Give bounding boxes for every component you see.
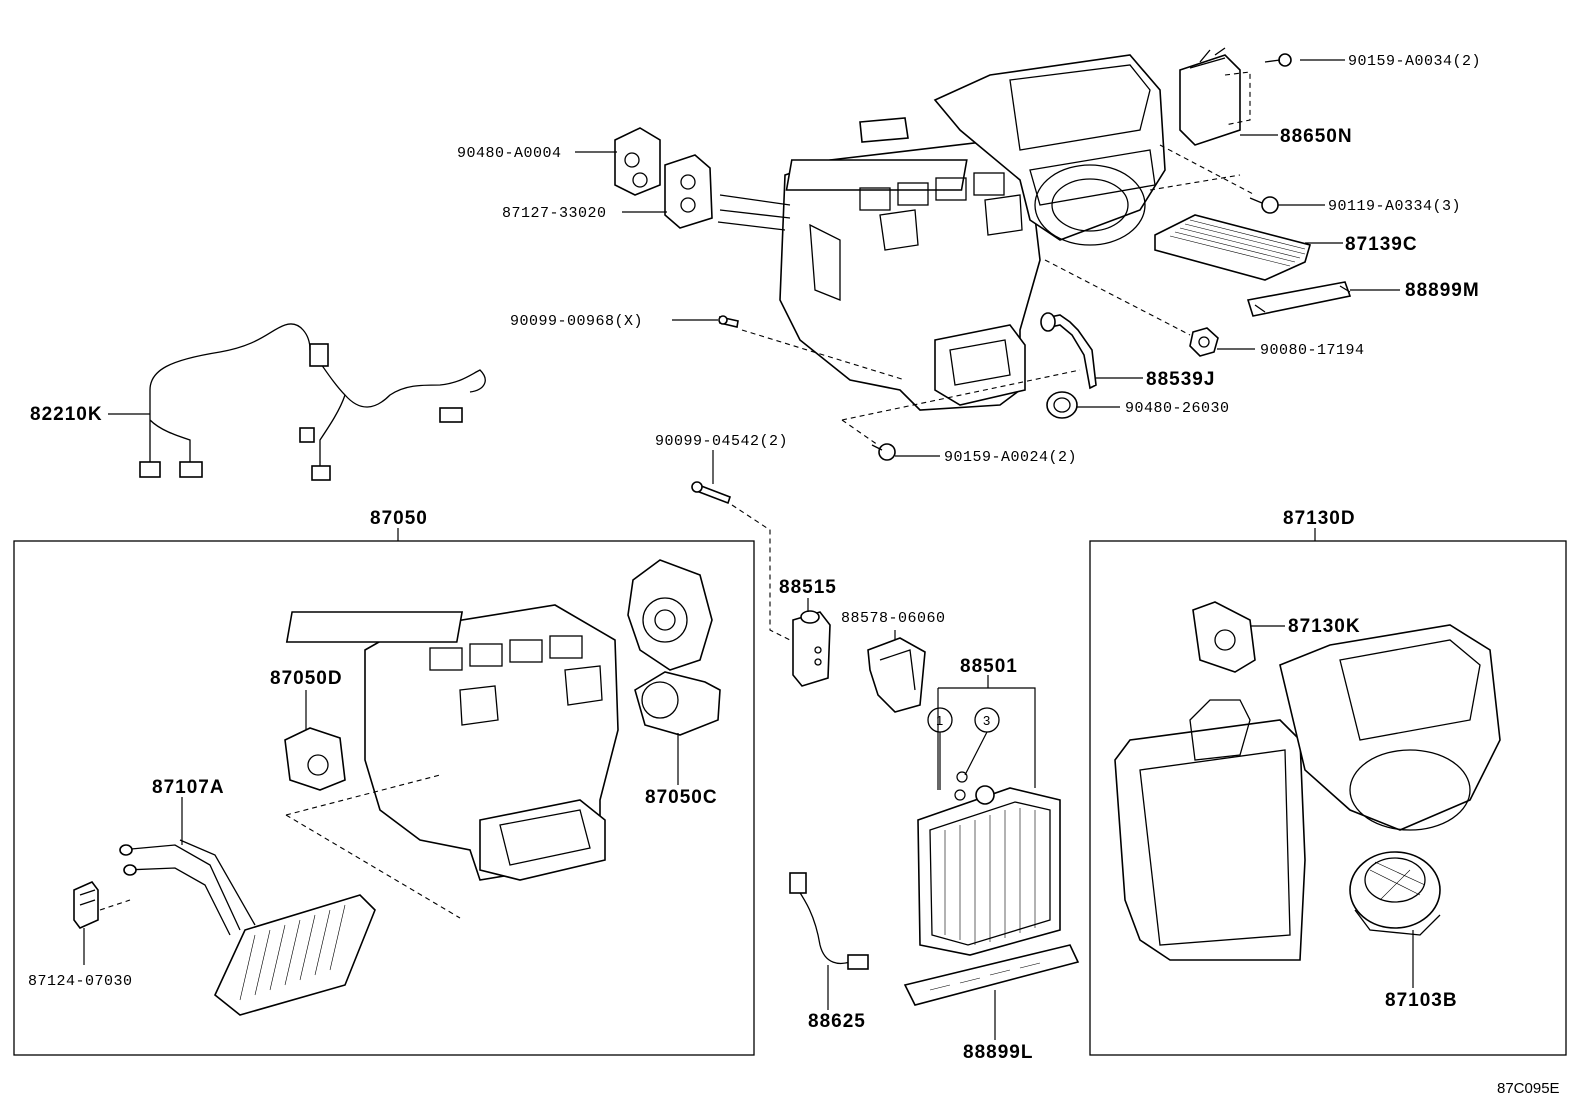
label-88501: 88501 [960,656,1018,677]
main-unit-drawing [717,54,1166,411]
label-87103B: 87103B [1385,990,1458,1011]
label-90080-17194: 90080-17194 [1260,342,1365,359]
label-87127-33020: 87127-33020 [502,205,607,222]
plate-87127-33020 [664,154,713,229]
cooling-unit-87130D [1114,624,1501,961]
clip-87124-07030 [73,881,99,929]
callout-1: 1 [936,713,943,728]
label-90480-26030: 90480-26030 [1125,400,1230,417]
diagram-code: 87C095E [1497,1080,1560,1097]
callout-3: 3 [983,713,990,728]
module-88650N [1179,47,1292,146]
label-87124-07030: 87124-07030 [28,973,133,990]
label-87130K: 87130K [1288,616,1361,637]
label-90159-A0024: 90159-A0024(2) [944,449,1077,466]
label-87050: 87050 [370,508,428,529]
label-87107A: 87107A [152,777,225,798]
filter-87139C [1154,214,1312,281]
label-90159-A0034: 90159-A0034(2) [1348,53,1481,70]
blower-cover-87050C [627,559,721,736]
label-88650N: 88650N [1280,126,1353,147]
valve-88515 [792,610,831,687]
grommet-90480-A0004 [614,127,661,196]
heater-unit-87050 [285,604,619,881]
label-88578-06060: 88578-06060 [841,610,946,627]
heater-core-87107A [119,839,376,1016]
blower-motor-87103B [1349,851,1441,936]
assembly-box-87050 [13,540,755,1056]
evaporator-88501 [917,785,1061,956]
actuator-87130K [1192,601,1256,673]
label-88899M: 88899M [1405,280,1480,301]
label-87139C: 87139C [1345,234,1418,255]
motor-87050D [284,727,346,791]
label-90099-00968: 90099-00968(X) [510,313,643,330]
label-88625: 88625 [808,1011,866,1032]
label-88899L: 88899L [963,1042,1033,1063]
label-87050D: 87050D [270,668,343,689]
label-88539J: 88539J [1146,369,1215,390]
label-90099-04542: 90099-04542(2) [655,433,788,450]
label-90119-A0334: 90119-A0334(3) [1328,198,1461,215]
assembly-box-87130D [1089,540,1567,1056]
wire-harness-82210K [139,323,486,481]
label-87130D: 87130D [1283,508,1356,529]
label-88515: 88515 [779,577,837,598]
label-90480-A0004: 90480-A0004 [457,145,562,162]
label-82210K: 82210K [30,404,103,425]
label-87050C: 87050C [645,787,718,808]
